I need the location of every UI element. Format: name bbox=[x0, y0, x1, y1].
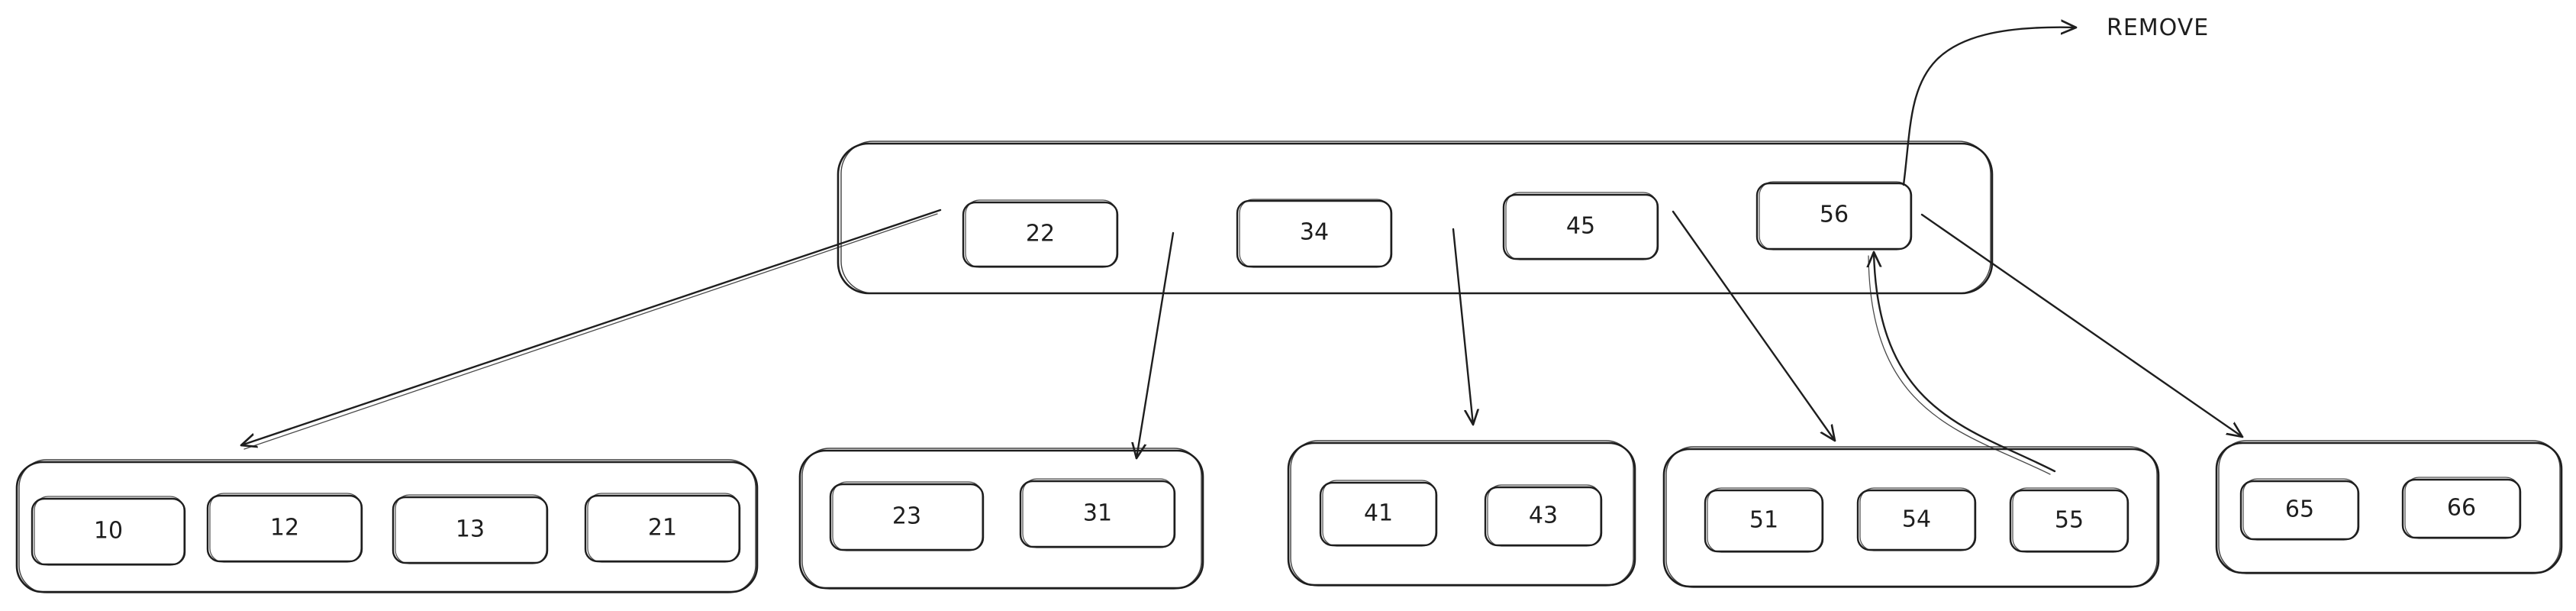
edge-root-to-child-4 bbox=[1672, 210, 1835, 441]
edge-root-to-child-2 bbox=[1136, 231, 1175, 458]
edge-56-to-remove bbox=[1902, 27, 2076, 186]
key-label: 56 bbox=[1820, 202, 1849, 228]
key-label: 54 bbox=[1902, 506, 1931, 533]
edge-root-to-child-5 bbox=[1920, 213, 2242, 437]
child-4-key-54: 54 bbox=[1856, 487, 1977, 551]
key-label: 66 bbox=[2447, 495, 2476, 522]
key-label: 45 bbox=[1566, 213, 1595, 240]
child-3-key-41: 41 bbox=[1319, 480, 1438, 547]
child-node-5: 65 66 bbox=[2215, 440, 2563, 574]
child-1-key-12: 12 bbox=[206, 493, 363, 563]
child-node-4: 51 54 55 bbox=[1662, 446, 2160, 588]
child-2-key-31: 31 bbox=[1019, 478, 1176, 548]
key-label: 55 bbox=[2055, 507, 2084, 534]
root-key-45: 45 bbox=[1502, 192, 1659, 260]
key-label: 21 bbox=[648, 515, 677, 541]
edge-55-up-to-56 bbox=[1868, 252, 2056, 475]
child-node-3: 41 43 bbox=[1287, 440, 1636, 587]
edge-root-to-child-1 bbox=[241, 209, 942, 450]
key-label: 22 bbox=[1026, 221, 1055, 247]
key-label: 10 bbox=[94, 518, 123, 545]
edges bbox=[241, 27, 2242, 475]
child-4-key-55: 55 bbox=[2009, 487, 2129, 553]
key-label: 34 bbox=[1300, 219, 1329, 246]
child-node-1: 10 12 13 21 bbox=[15, 459, 759, 593]
edge-root-to-child-3 bbox=[1452, 228, 1473, 425]
child-node-2: 23 31 bbox=[798, 448, 1204, 590]
remove-label: REMOVE bbox=[2107, 15, 2209, 41]
child-4-key-51: 51 bbox=[1704, 487, 1824, 553]
key-label: 43 bbox=[1529, 503, 1558, 529]
child-1-key-21: 21 bbox=[584, 493, 741, 563]
key-label: 23 bbox=[892, 503, 921, 530]
key-label: 12 bbox=[270, 515, 299, 541]
child-3-key-43: 43 bbox=[1484, 484, 1603, 547]
child-1-key-13: 13 bbox=[392, 494, 549, 564]
key-label: 51 bbox=[1749, 507, 1778, 534]
key-label: 31 bbox=[1083, 500, 1112, 527]
root-key-34: 34 bbox=[1236, 199, 1393, 268]
root-key-56: 56 bbox=[1755, 181, 1913, 251]
root-node: 22 34 45 56 bbox=[837, 141, 1994, 295]
key-label: 41 bbox=[1364, 500, 1393, 527]
child-5-key-66: 66 bbox=[2401, 477, 2522, 539]
child-1-key-10: 10 bbox=[31, 496, 186, 566]
key-label: 13 bbox=[456, 516, 485, 543]
child-2-key-23: 23 bbox=[829, 481, 985, 551]
child-5-key-65: 65 bbox=[2239, 478, 2360, 541]
key-label: 65 bbox=[2285, 496, 2314, 523]
root-key-22: 22 bbox=[962, 199, 1119, 268]
